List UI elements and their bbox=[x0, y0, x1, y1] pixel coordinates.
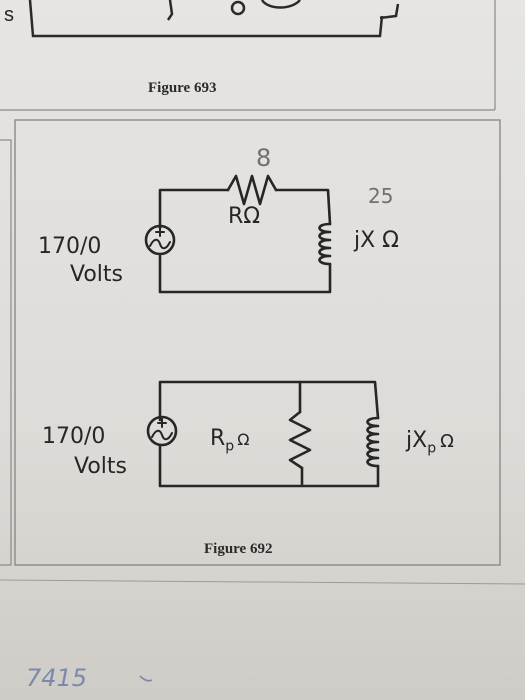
series-wire-bottom bbox=[158, 254, 332, 294]
parallel-wire-bottom bbox=[158, 444, 380, 488]
parallel-inductor-unit: Ω bbox=[440, 431, 454, 452]
top-figure-box bbox=[0, 0, 496, 111]
parallel-resistor bbox=[288, 410, 312, 470]
parallel-wire-top bbox=[158, 380, 380, 422]
box-shadow-line bbox=[0, 579, 525, 585]
series-inductor bbox=[318, 222, 332, 266]
series-source-unit: Volts bbox=[70, 262, 124, 287]
parallel-source-wave bbox=[151, 429, 173, 441]
series-source-plus bbox=[155, 227, 165, 237]
top-circuit-fragment bbox=[28, 0, 400, 38]
series-source-label: 170/0 bbox=[38, 234, 102, 259]
series-resistor bbox=[226, 174, 278, 206]
series-circuit bbox=[144, 174, 332, 294]
left-page-box bbox=[0, 139, 12, 566]
parallel-source-plus bbox=[157, 418, 167, 428]
figure-693-caption: Figure 693 bbox=[148, 80, 217, 96]
parallel-resistor-subscript: p bbox=[225, 438, 235, 455]
parallel-inductor bbox=[366, 416, 380, 468]
series-wire-top-left bbox=[158, 188, 230, 230]
main-figure-box bbox=[14, 119, 501, 566]
series-wire-top-right bbox=[274, 188, 332, 226]
bottom-scribble bbox=[139, 675, 153, 682]
series-inductor-label: jX Ω bbox=[354, 228, 399, 253]
parallel-circuit bbox=[146, 380, 380, 488]
series-inductor-value: 25 bbox=[368, 184, 394, 208]
figure-692-caption: Figure 692 bbox=[204, 541, 273, 557]
parallel-source-unit: Volts bbox=[74, 454, 128, 479]
parallel-source-icon bbox=[146, 415, 178, 447]
parallel-resistor-letter: R bbox=[210, 426, 226, 451]
parallel-source-label: 170/0 bbox=[42, 424, 106, 449]
parallel-inductor-letters: jX bbox=[406, 428, 428, 453]
series-source-wave bbox=[149, 238, 171, 250]
corner-letter: s bbox=[4, 4, 14, 26]
series-resistor-value: 8 bbox=[256, 144, 272, 172]
series-source-icon bbox=[144, 224, 176, 256]
parallel-inductor-subscript: p bbox=[427, 440, 437, 457]
bottom-scribble-text: 7415 bbox=[26, 664, 88, 692]
parallel-resistor-unit: Ω bbox=[237, 430, 250, 449]
series-resistor-label: RΩ bbox=[228, 204, 261, 229]
